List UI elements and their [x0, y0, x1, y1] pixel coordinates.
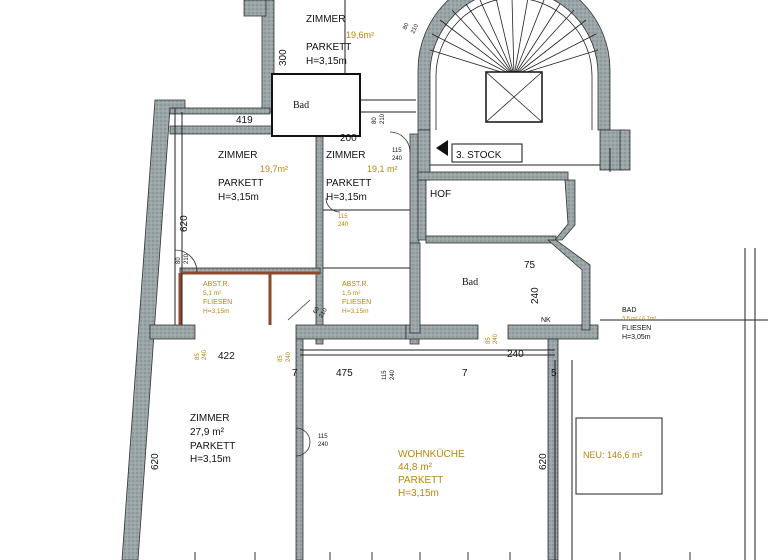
- hof-label: HOF: [430, 189, 451, 200]
- door-85b-h: 240: [286, 351, 292, 362]
- door-80b: 80: [176, 257, 182, 264]
- zimmer-top-name: ZIMMER: [306, 14, 345, 25]
- bad-small-name: BAD: [622, 307, 636, 314]
- door-80b-h: 210: [184, 253, 190, 264]
- abst-left-floor: FLIESEN: [203, 299, 232, 306]
- bad-top-box: [271, 73, 361, 137]
- zimmer-mid-area: 19,1 m²: [367, 164, 398, 174]
- door-115c-h: 240: [318, 442, 329, 448]
- door-80a-h: 210: [380, 113, 386, 124]
- wohnkueche-name: WOHNKÜCHE: [398, 448, 465, 460]
- zimmer-left-area: 19,7m²: [260, 164, 288, 174]
- neu-box: [575, 417, 663, 495]
- dim-419: 419: [236, 115, 253, 126]
- dim-7a: 7: [292, 368, 298, 379]
- bad-small-area: 3,8 m² / 6,7m²: [622, 316, 656, 322]
- door-85a: 85: [195, 353, 201, 360]
- dim-422: 422: [218, 351, 235, 362]
- door-60-h: 210: [319, 307, 330, 319]
- wohnkueche-height: H=3,15m: [398, 488, 439, 499]
- stock-box: [451, 143, 523, 163]
- dim-7b: 7: [462, 368, 468, 379]
- neu-label: NEU: 146,6 m²: [583, 450, 643, 460]
- dim-620a: 620: [179, 215, 190, 232]
- door-85c-h: 240: [493, 333, 499, 344]
- door-115d: 115: [382, 370, 388, 380]
- door-60: 60: [313, 306, 322, 315]
- door-swings: [174, 131, 411, 457]
- bad-small-floor: FLIESEN: [622, 325, 651, 332]
- abst-mid-height: H=3,15m: [342, 308, 369, 315]
- staircase: [429, 0, 599, 130]
- tick-marks: [194, 552, 691, 560]
- bad-top-label: Bad: [293, 100, 309, 111]
- bad-small-height: H=3,05m: [622, 334, 651, 341]
- dim-5: 5: [551, 368, 557, 379]
- stock-label: 3. STOCK: [456, 150, 502, 161]
- zimmer-bottom-name: ZIMMER: [190, 413, 229, 424]
- zimmer-top-height: H=3,15m: [306, 56, 347, 67]
- dim-475: 475: [336, 368, 353, 379]
- door-80c: 80: [402, 22, 411, 31]
- zimmer-mid-floor: PARKETT: [326, 178, 371, 189]
- zimmer-left-floor: PARKETT: [218, 178, 263, 189]
- dim-240a: 240: [530, 287, 541, 304]
- abst-mid-floor: FLIESEN: [342, 299, 371, 306]
- door-85b: 85: [278, 355, 284, 362]
- door-115a: 115: [392, 148, 402, 154]
- zimmer-left-height: H=3,15m: [218, 192, 259, 203]
- zimmer-mid-height: H=3,15m: [326, 192, 367, 203]
- dim-620c: 620: [538, 453, 549, 470]
- door-115b: 115: [338, 214, 348, 220]
- walls: [121, 0, 631, 560]
- door-115d-h: 240: [390, 369, 396, 380]
- zimmer-top-floor: PARKETT: [306, 42, 351, 53]
- bad-mid-label: Bad: [462, 277, 478, 288]
- wohnkueche-floor: PARKETT: [398, 475, 443, 486]
- abst-left-name: ABST.R.: [203, 281, 230, 288]
- door-115c: 115: [318, 434, 328, 440]
- zimmer-bottom-floor: PARKETT: [190, 441, 235, 452]
- dim-240b: 240: [507, 349, 524, 360]
- zimmer-top-area: 19,6m²: [346, 30, 374, 40]
- zimmer-bottom-area: 27,9 m²: [190, 427, 225, 438]
- door-80c-h: 210: [410, 23, 420, 35]
- zimmer-bottom-height: H=3,15m: [190, 454, 231, 465]
- door-115b-h: 240: [338, 222, 349, 228]
- abst-left-height: H=3,15m: [203, 308, 230, 315]
- door-85a-h: 240: [202, 349, 208, 360]
- door-115a-h: 240: [392, 156, 403, 162]
- abst-left-area: 5,1 m²: [203, 290, 222, 297]
- door-80a: 80: [372, 117, 378, 124]
- abst-mid-name: ABST.R.: [342, 281, 369, 288]
- door-85c: 85: [486, 337, 492, 344]
- zimmer-mid-name: ZIMMER: [326, 150, 365, 161]
- partition-lines: [178, 271, 320, 325]
- wohnkueche-area: 44,8 m²: [398, 462, 433, 473]
- dim-75: 75: [524, 260, 536, 271]
- dim-200: 200: [340, 133, 357, 144]
- stair-arrow-icon: [436, 140, 448, 156]
- thin-lines: [174, 0, 768, 560]
- dim-300: 300: [278, 49, 289, 66]
- abst-mid-area: 1,5 m²: [342, 290, 361, 297]
- zimmer-left-name: ZIMMER: [218, 150, 257, 161]
- nk-label: NK: [541, 317, 551, 324]
- dim-620b: 620: [150, 453, 161, 470]
